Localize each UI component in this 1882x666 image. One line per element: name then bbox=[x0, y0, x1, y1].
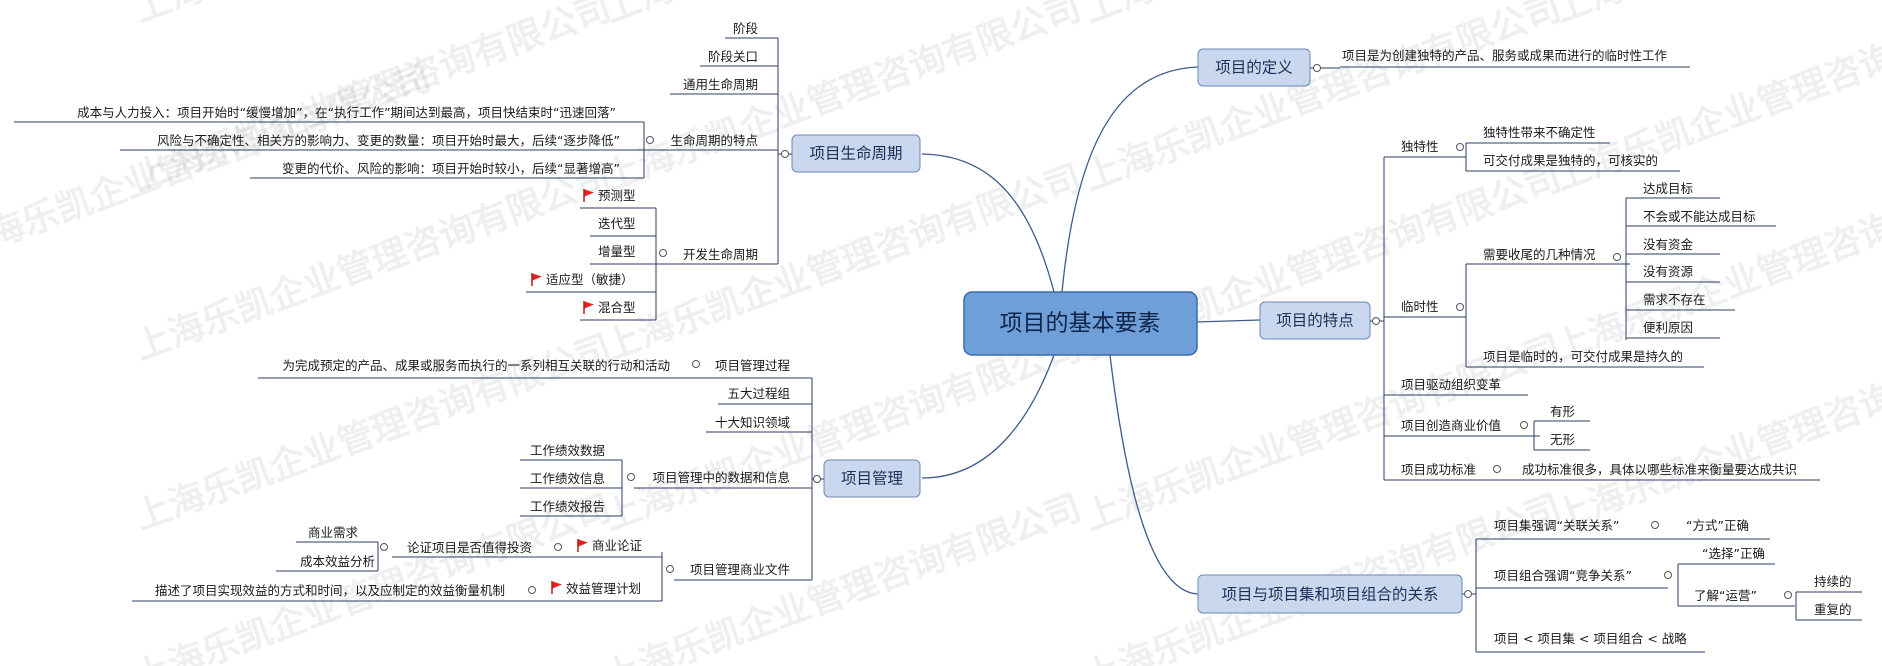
management-plan-label[interactable]: 效益管理计划 bbox=[566, 581, 641, 596]
management-data-item[interactable]: 工作绩效数据 bbox=[530, 443, 605, 458]
watermark-text: 上海乐凯企业管理咨询有限公司 bbox=[1549, 0, 1882, 198]
lifecycle-item[interactable]: 阶段 bbox=[733, 21, 758, 36]
relation-chain[interactable]: 项目 < 项目集 < 项目组合 < 战略 bbox=[1494, 631, 1687, 646]
management-data-item[interactable]: 工作绩效报告 bbox=[530, 499, 605, 514]
features-ending-item[interactable]: 达成目标 bbox=[1643, 181, 1693, 196]
features-unique-item[interactable]: 独特性带来不确定性 bbox=[1483, 125, 1596, 140]
dev-item[interactable]: 预测型 bbox=[598, 188, 636, 203]
management-case-desc[interactable]: 论证项目是否值得投资 bbox=[407, 540, 532, 555]
management-case-item[interactable]: 成本效益分析 bbox=[300, 554, 375, 569]
features-ending-item[interactable]: 需求不存在 bbox=[1643, 292, 1706, 307]
watermark-text: 上海乐凯企业管理咨询有限公司 bbox=[1079, 0, 1567, 198]
features-ending-item[interactable]: 没有资金 bbox=[1643, 237, 1694, 252]
topic-features[interactable]: 项目的特点 bbox=[1259, 301, 1371, 340]
management-docs-label[interactable]: 项目管理商业文件 bbox=[690, 562, 790, 577]
topic-management[interactable]: 项目管理 bbox=[823, 459, 921, 498]
lifecycle-feature-item[interactable]: 成本与人力投入：项目开始时“缓慢增加”，在“执行工作”期间达到最高，项目快结束时… bbox=[77, 105, 616, 120]
main-connectors bbox=[921, 66, 1261, 595]
topic-lifecycle-label: 项目生命周期 bbox=[809, 145, 902, 163]
features-value-item[interactable]: 无形 bbox=[1550, 432, 1576, 447]
management-plan-desc[interactable]: 描述了项目实现效益的方式和时间，以及应制定的效益衡量机制 bbox=[155, 583, 505, 598]
topic-relation[interactable]: 项目与项目集和项目组合的关系 bbox=[1197, 574, 1463, 614]
features-ending-label[interactable]: 需要收尾的几种情况 bbox=[1483, 247, 1596, 262]
management-item[interactable]: 十大知识领域 bbox=[715, 415, 790, 430]
lifecycle-dev-label[interactable]: 开发生命周期 bbox=[683, 247, 758, 262]
features-value-label[interactable]: 项目创造商业价值 bbox=[1401, 418, 1501, 433]
central-topic-label: 项目的基本要素 bbox=[1000, 311, 1161, 337]
management-branch: 项目管理过程 为完成预定的产品、成果或服务而执行的一系列相互关联的行动和活动 五… bbox=[132, 358, 824, 602]
features-value-item[interactable]: 有形 bbox=[1550, 404, 1576, 419]
topic-lifecycle[interactable]: 项目生命周期 bbox=[791, 134, 921, 173]
flag-icon bbox=[583, 300, 595, 315]
relation-program-item[interactable]: “方式”正确 bbox=[1686, 518, 1749, 533]
definition-text[interactable]: 项目是为创建独特的产品、服务或成果而进行的临时性工作 bbox=[1342, 48, 1668, 63]
features-ending-item[interactable]: 便利原因 bbox=[1643, 320, 1693, 335]
management-data-label[interactable]: 项目管理中的数据和信息 bbox=[652, 470, 790, 485]
relation-portfolio-label[interactable]: 项目组合强调“竞争关系” bbox=[1494, 568, 1632, 583]
relation-portfolio-item[interactable]: “选择”正确 bbox=[1702, 546, 1765, 561]
watermark-text: 上海乐凯企业管理咨询有限公司 bbox=[599, 327, 1087, 539]
watermark-text: 上海乐凯企业管理咨询有限公司 bbox=[1549, 157, 1882, 369]
relation-branch: 项目集强调“关联关系” “方式”正确 项目组合强调“竞争关系” “选择”正确 了… bbox=[1462, 518, 1862, 653]
features-temporary-note[interactable]: 项目是临时的，可交付成果是持久的 bbox=[1483, 349, 1683, 364]
definition-branch: 项目是为创建独特的产品、服务或成果而进行的临时性工作 bbox=[1310, 48, 1690, 72]
dev-item[interactable]: 迭代型 bbox=[598, 216, 636, 231]
lifecycle-item[interactable]: 通用生命周期 bbox=[683, 77, 758, 92]
management-case-item[interactable]: 商业需求 bbox=[308, 525, 359, 540]
topic-relation-label: 项目与项目集和项目组合的关系 bbox=[1221, 586, 1438, 604]
features-temporary-label[interactable]: 临时性 bbox=[1401, 299, 1439, 314]
lifecycle-branch: 阶段 阶段关口 通用生命周期 生命周期的特点 成本与人力投入：项目开始时“缓慢增… bbox=[14, 21, 792, 321]
features-unique-label[interactable]: 独特性 bbox=[1401, 139, 1439, 154]
watermark-text: 上海乐凯企业管理咨询有限公司 bbox=[129, 157, 617, 369]
relation-ops-item[interactable]: 持续的 bbox=[1814, 574, 1852, 589]
management-case-label[interactable]: 商业论证 bbox=[592, 538, 643, 553]
topic-features-label: 项目的特点 bbox=[1276, 312, 1354, 330]
lifecycle-features-label[interactable]: 生命周期的特点 bbox=[670, 133, 758, 148]
features-success-label[interactable]: 项目成功标准 bbox=[1401, 462, 1476, 477]
flag-icon bbox=[551, 580, 563, 595]
features-unique-item[interactable]: 可交付成果是独特的，可核实的 bbox=[1483, 153, 1658, 168]
watermark-text: 上海乐凯企业管理咨询有限公司 bbox=[1549, 0, 1882, 30]
relation-program-label[interactable]: 项目集强调“关联关系” bbox=[1494, 518, 1619, 533]
features-change[interactable]: 项目驱动组织变革 bbox=[1401, 377, 1501, 392]
management-process-text[interactable]: 为完成预定的产品、成果或服务而执行的一系列相互关联的行动和活动 bbox=[282, 358, 670, 373]
flag-icon bbox=[577, 538, 589, 553]
management-data-item[interactable]: 工作绩效信息 bbox=[530, 471, 605, 486]
features-branch: 独特性 独特性带来不确定性 可交付成果是独特的，可核实的 临时性 需要收尾的几种… bbox=[1370, 125, 1820, 481]
lifecycle-feature-item[interactable]: 变更的代价、风险的影响：项目开始时较小，后续“显著增高” bbox=[282, 161, 620, 176]
flag-icon bbox=[531, 272, 543, 287]
features-ending-item[interactable]: 没有资源 bbox=[1643, 264, 1694, 279]
lifecycle-feature-item[interactable]: 风险与不确定性、相关方的影响力、变更的数量：项目开始时最大，后续“逐步降低” bbox=[157, 133, 620, 148]
topic-definition-label: 项目的定义 bbox=[1215, 59, 1293, 77]
dev-item[interactable]: 增量型 bbox=[598, 244, 636, 259]
features-ending-item[interactable]: 不会或不能达成目标 bbox=[1643, 209, 1756, 224]
dev-item[interactable]: 适应型（敏捷） bbox=[546, 272, 634, 287]
relation-ops-item[interactable]: 重复的 bbox=[1814, 602, 1852, 617]
management-process-label[interactable]: 项目管理过程 bbox=[715, 358, 791, 373]
topic-management-label: 项目管理 bbox=[841, 470, 903, 488]
features-success-text[interactable]: 成功标准很多，具体以哪些标准来衡量要达成共识 bbox=[1522, 462, 1797, 477]
lifecycle-item[interactable]: 阶段关口 bbox=[708, 49, 758, 64]
relation-portfolio-item[interactable]: 了解“运营” bbox=[1694, 588, 1757, 603]
central-topic[interactable]: 项目的基本要素 bbox=[963, 291, 1198, 356]
dev-item[interactable]: 混合型 bbox=[598, 300, 636, 315]
management-item[interactable]: 五大过程组 bbox=[727, 386, 790, 401]
topic-definition[interactable]: 项目的定义 bbox=[1197, 48, 1311, 87]
